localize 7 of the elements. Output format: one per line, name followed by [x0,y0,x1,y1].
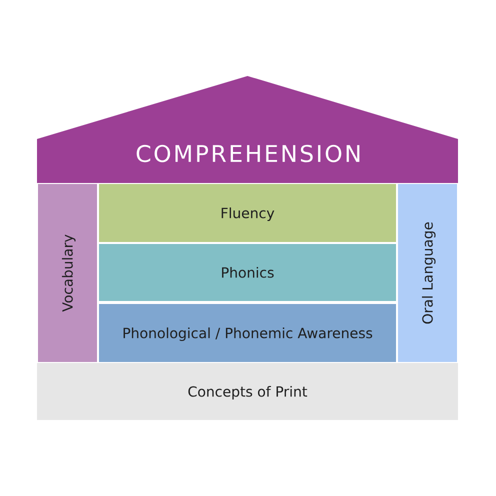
layer-band: Fluency [99,184,396,242]
foundation-block: Concepts of Print [37,363,458,420]
pillar: Oral Language [398,184,457,362]
pillar: Vocabulary [38,184,97,362]
layer-band: Phonics [99,244,396,301]
roof: COMPREHENSION [37,76,458,183]
layer-band: Phonological / Phonemic Awareness [99,304,396,362]
